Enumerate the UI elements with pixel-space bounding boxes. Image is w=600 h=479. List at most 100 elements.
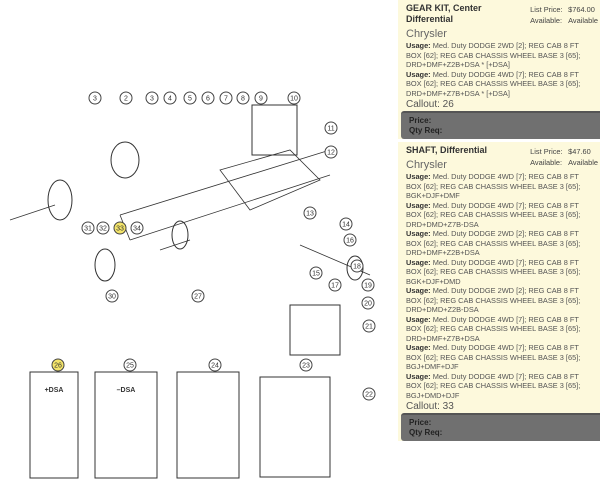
callout-24-circle[interactable] <box>208 358 222 372</box>
callout-4-circle[interactable] <box>163 91 177 105</box>
part-title[interactable]: GEAR KIT, Center Differential <box>406 3 482 24</box>
callout-22-circle[interactable] <box>362 387 376 401</box>
callout-34-label[interactable]: 34 <box>133 226 141 233</box>
usage-label: Usage: <box>406 371 433 381</box>
callout-26-label[interactable]: 26 <box>54 363 62 370</box>
part-title[interactable]: SHAFT, Differential <box>406 145 488 155</box>
callout-18-circle[interactable] <box>350 259 364 273</box>
callout-20-label[interactable]: 20 <box>364 301 372 308</box>
callout-25-label[interactable]: 25 <box>126 363 134 370</box>
list-price-label: List Price: <box>530 147 563 156</box>
availability: Available <box>568 158 598 167</box>
usage-label: Usage: <box>406 286 433 295</box>
usage-list: Usage: Med. Duty DODGE 4WD [7]; REG CAB … <box>406 172 596 400</box>
callout-11-circle[interactable] <box>324 121 338 135</box>
callout-2-circle[interactable] <box>119 91 133 105</box>
list-price: $47.60 <box>568 147 591 156</box>
callout-31-circle[interactable] <box>81 221 95 235</box>
part-card-shaft: SHAFT, Differential List Price: $47.60 Av… <box>398 142 600 441</box>
callout-23-circle[interactable] <box>299 358 313 372</box>
callout-30-label[interactable]: 30 <box>108 294 116 301</box>
callout-13-label[interactable]: 13 <box>306 211 314 218</box>
callout-19-circle[interactable] <box>361 278 375 292</box>
usage-list: Usage: Med. Duty DODGE 2WD [2]; REG CAB … <box>406 41 596 98</box>
callout-33-label[interactable]: 33 <box>116 226 124 233</box>
usage-label: Usage: <box>406 69 433 79</box>
qty-req-label[interactable]: Qty Req: <box>409 428 443 437</box>
callout-8-label[interactable]: 8 <box>241 96 245 103</box>
callout-3-label[interactable]: 3 <box>93 96 97 103</box>
callout-2-label[interactable]: 2 <box>124 96 128 103</box>
available-label: Available: <box>530 158 563 167</box>
callout-7-circle[interactable] <box>219 91 233 105</box>
list-price: $764.00 <box>568 5 595 14</box>
callout-14-circle[interactable] <box>339 217 353 231</box>
callout-3-circle[interactable] <box>145 91 159 105</box>
callout-26-circle[interactable] <box>51 358 65 372</box>
callout-34-circle[interactable] <box>130 221 144 235</box>
callout-13-circle[interactable] <box>303 206 317 220</box>
callout-24-label[interactable]: 24 <box>211 363 219 370</box>
usage-entry: Usage: Med. Duty DODGE 2WD [2]; REG CAB … <box>406 286 581 314</box>
callout-9-circle[interactable] <box>254 91 268 105</box>
callout-number: Callout: 33 <box>406 401 454 412</box>
callout-27-circle[interactable] <box>191 289 205 303</box>
usage-label: Usage: <box>406 200 433 210</box>
callout-6-label[interactable]: 6 <box>206 96 210 103</box>
callout-18-label[interactable]: 18 <box>353 264 361 271</box>
callout-14-label[interactable]: 14 <box>342 222 350 229</box>
callout-19-label[interactable]: 19 <box>364 283 372 290</box>
usage-label: Usage: <box>406 172 433 181</box>
callout-9-label[interactable]: 9 <box>259 96 263 103</box>
callout-12-circle[interactable] <box>324 145 338 159</box>
price-info: List Price:$764.00 Available:Available <box>530 4 598 26</box>
minus-dsa-label: –DSA <box>117 387 136 394</box>
callout-12-label[interactable]: 12 <box>327 150 335 157</box>
callout-8-circle[interactable] <box>236 91 250 105</box>
callout-10-circle[interactable] <box>287 91 301 105</box>
callout-32-circle[interactable] <box>96 221 110 235</box>
callout-21-label[interactable]: 21 <box>365 324 373 331</box>
callout-11-label[interactable]: 11 <box>327 126 334 133</box>
callout-32-label[interactable]: 32 <box>99 226 107 233</box>
callout-5-label[interactable]: 5 <box>188 96 192 103</box>
list-price-label: List Price: <box>530 5 563 14</box>
order-bar: Price: Qty Req: <box>401 111 600 139</box>
callout-4-label[interactable]: 4 <box>168 96 172 103</box>
callout-5-circle[interactable] <box>183 91 197 105</box>
callout-10-label[interactable]: 10 <box>290 96 298 103</box>
callout-31-label[interactable]: 31 <box>84 226 92 233</box>
usage-entry: Usage: Med. Duty DODGE 4WD [7]; REG CAB … <box>406 69 581 98</box>
callout-23-label[interactable]: 23 <box>302 363 310 370</box>
usage-label: Usage: <box>406 229 433 238</box>
usage-label: Usage: <box>406 41 433 50</box>
callout-17-label[interactable]: 17 <box>331 283 339 290</box>
usage-label: Usage: <box>406 314 433 324</box>
callout-17-circle[interactable] <box>328 278 342 292</box>
callout-22-label[interactable]: 22 <box>365 392 373 399</box>
callout-3-label[interactable]: 3 <box>150 96 154 103</box>
part-card-gear-kit: GEAR KIT, Center Differential List Price… <box>398 0 600 139</box>
callout-7-label[interactable]: 7 <box>224 96 228 103</box>
usage-entry: Usage: Med. Duty DODGE 2WD [2]; REG CAB … <box>406 229 581 257</box>
callout-16-label[interactable]: 16 <box>346 238 354 245</box>
callout-6-circle[interactable] <box>201 91 215 105</box>
callout-16-circle[interactable] <box>343 233 357 247</box>
callout-3-circle[interactable] <box>88 91 102 105</box>
callout-number: Callout: 26 <box>406 99 454 110</box>
callout-33-circle[interactable] <box>113 221 127 235</box>
plus-dsa-label: +DSA <box>45 387 64 394</box>
price-label: Price: <box>409 116 432 125</box>
callout-20-circle[interactable] <box>361 296 375 310</box>
callout-25-circle[interactable] <box>123 358 137 372</box>
usage-entry: Usage: Med. Duty DODGE 4WD [7]; REG CAB … <box>406 172 581 200</box>
usage-entry: Usage: Med. Duty DODGE 4WD [7]; REG CAB … <box>406 314 581 343</box>
callout-27-label[interactable]: 27 <box>194 294 202 301</box>
callout-15-circle[interactable] <box>309 266 323 280</box>
qty-req-label[interactable]: Qty Req: <box>409 126 443 135</box>
callout-30-circle[interactable] <box>105 289 119 303</box>
available-label: Available: <box>530 16 563 25</box>
order-bar: Price: Qty Req: <box>401 413 600 441</box>
callout-15-label[interactable]: 15 <box>312 271 320 278</box>
callout-21-circle[interactable] <box>362 319 376 333</box>
